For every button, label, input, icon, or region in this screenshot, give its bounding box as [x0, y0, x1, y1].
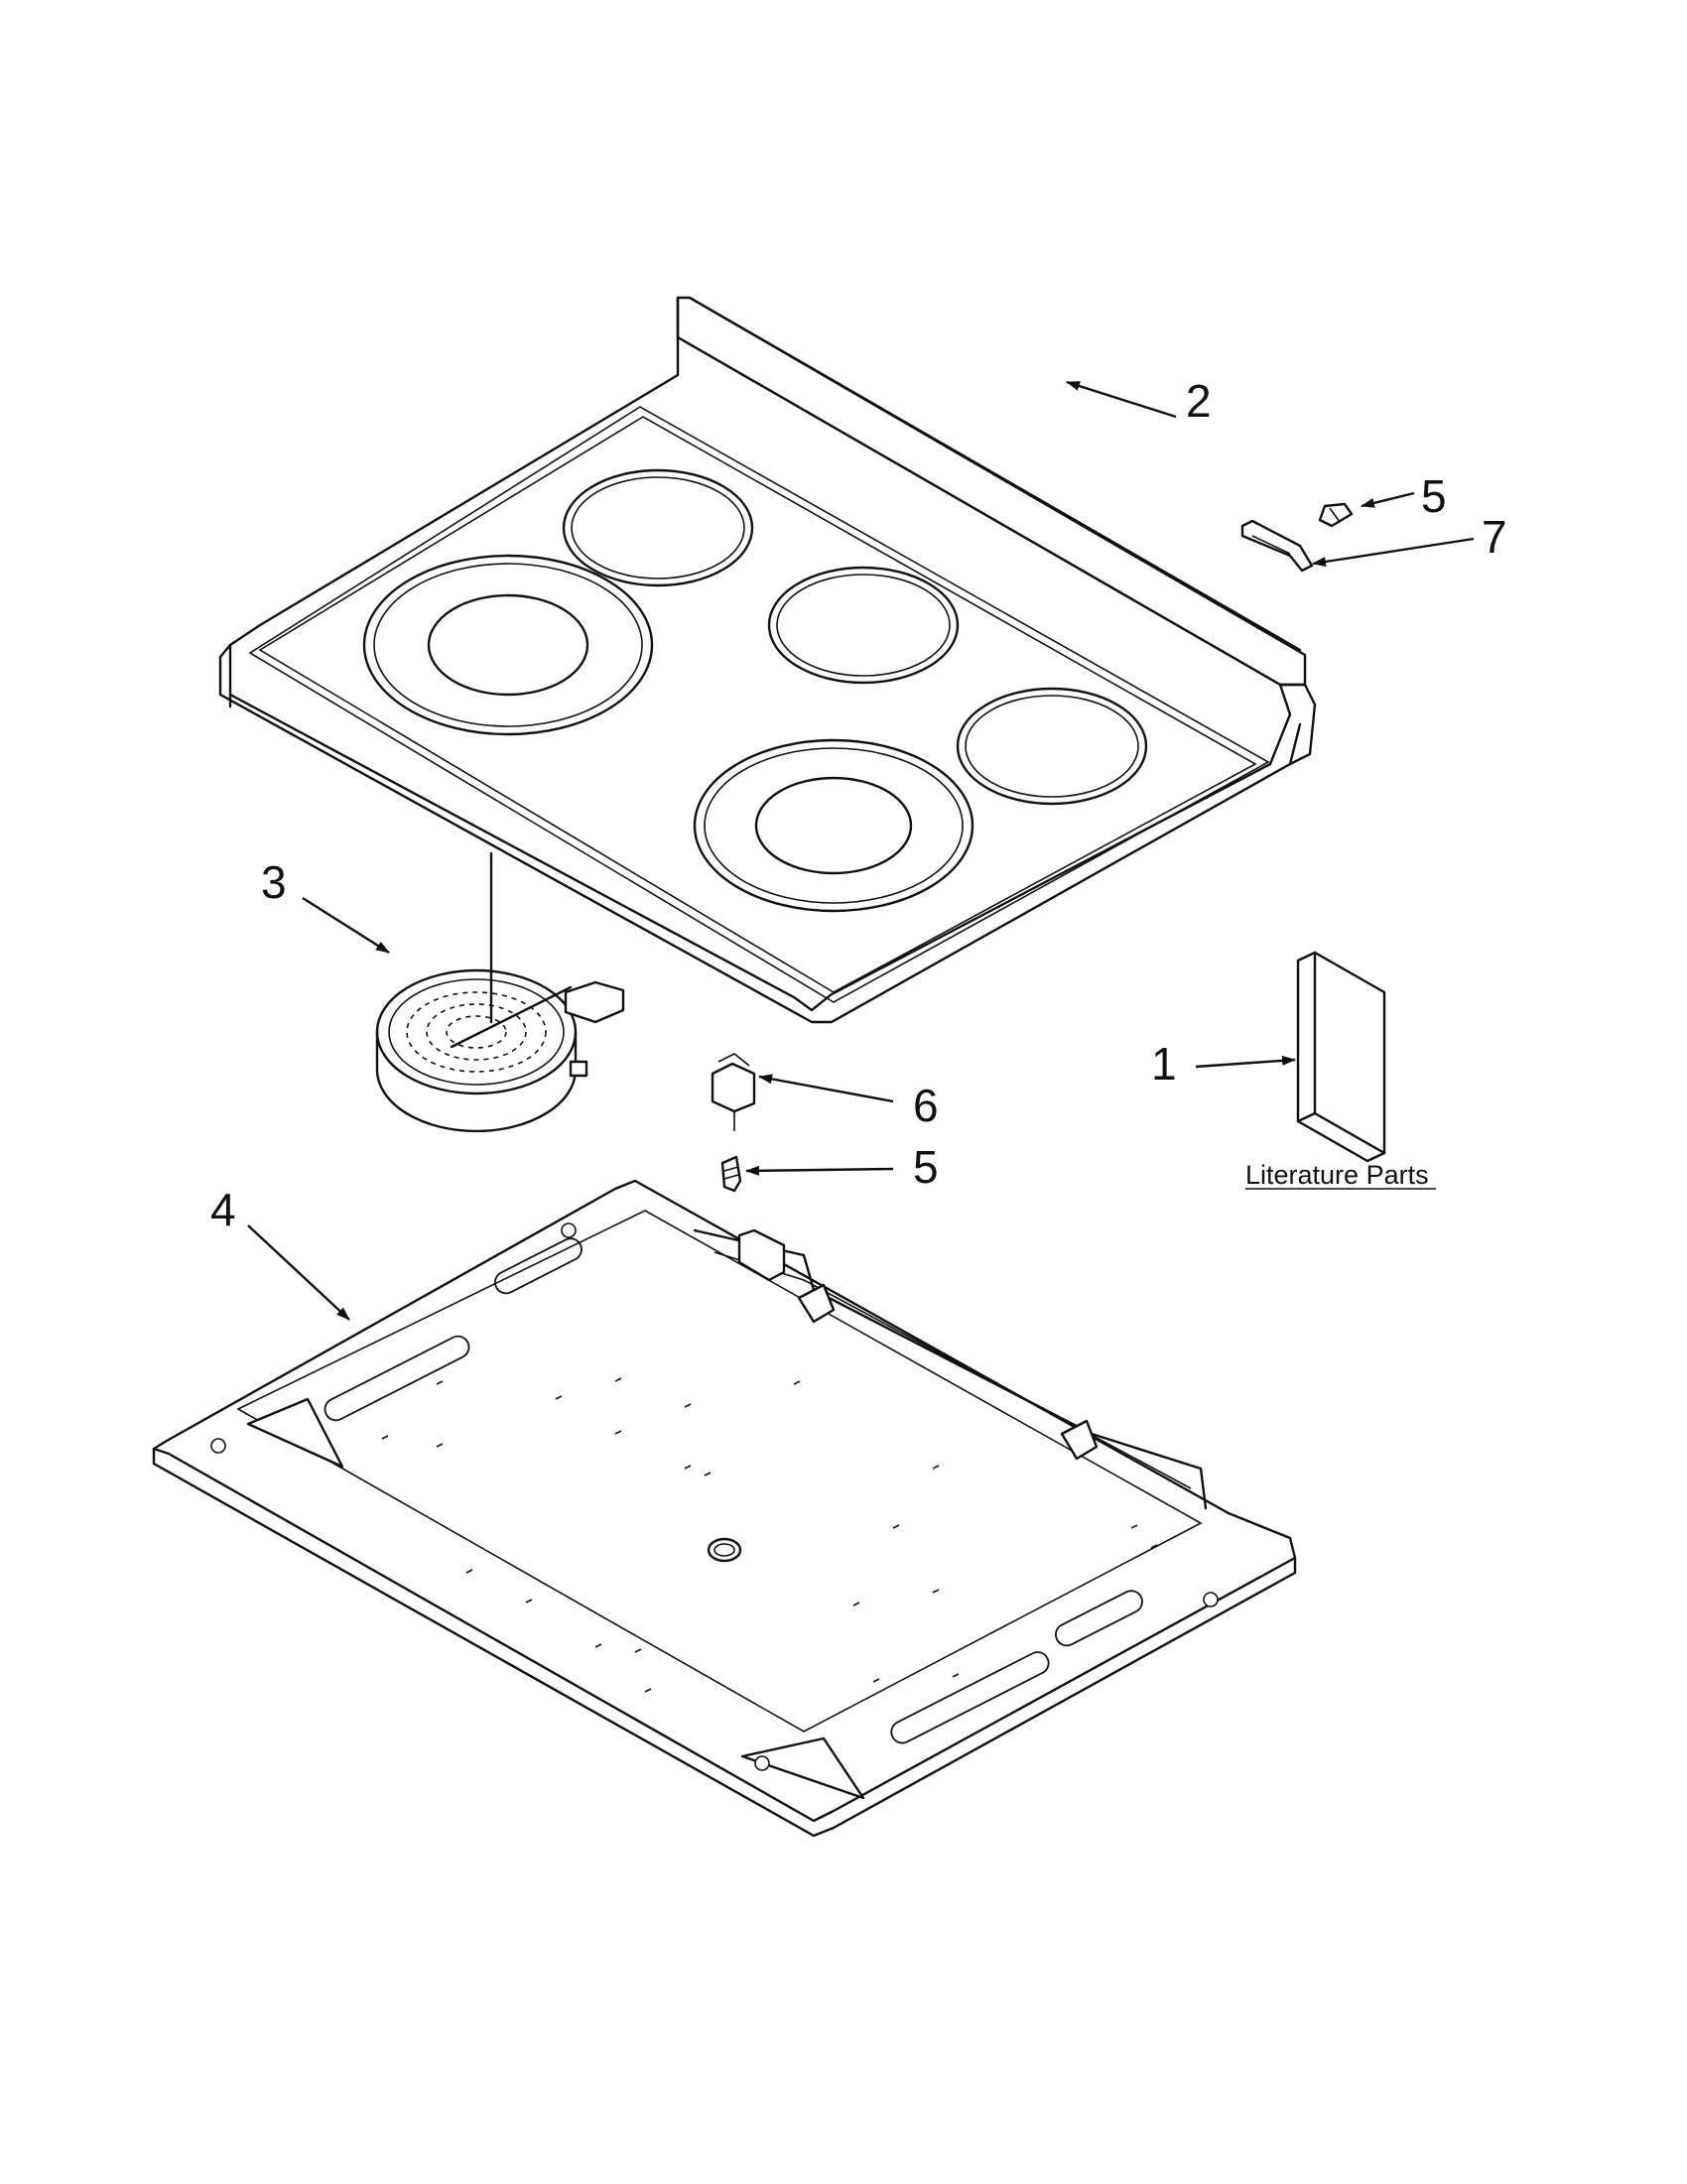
callout-7: 7: [1482, 511, 1507, 563]
callout-6: 6: [913, 1080, 939, 1131]
literature-parts-label: Literature Parts: [1245, 1160, 1429, 1190]
screw-part-5-center: [720, 1155, 742, 1193]
support-pan-part-4: [152, 1179, 1297, 1838]
bracket-part-7: [1240, 519, 1314, 573]
arrow-4: [247, 1224, 350, 1321]
burner-center: [767, 566, 960, 685]
burner-front-left-large: [362, 554, 654, 736]
callout-3: 3: [261, 856, 287, 908]
literature-part-1: [1296, 951, 1386, 1163]
callout-5-top: 5: [1421, 470, 1447, 522]
callout-2: 2: [1186, 375, 1212, 427]
burner-front-right-large: [693, 738, 974, 913]
screw-part-5-top: [1318, 502, 1354, 528]
callout-5-center: 5: [913, 1141, 939, 1193]
burner-rear-left: [562, 468, 754, 587]
arrow-3: [302, 896, 390, 955]
cooktop-part-2: [218, 296, 1317, 1024]
arrow-6: [758, 1074, 894, 1103]
arrow-5-center: [745, 1165, 894, 1176]
callout-4: 4: [210, 1184, 236, 1235]
radiant-element-part-3: [375, 851, 625, 1133]
arrow-1: [1195, 1055, 1296, 1069]
callout-arrows: [247, 380, 1475, 1321]
clip-part-6: [711, 1053, 756, 1131]
burner-rear-right: [956, 687, 1148, 806]
arrow-5-top: [1361, 491, 1415, 508]
arrow-7: [1312, 537, 1475, 567]
callout-1: 1: [1151, 1038, 1177, 1090]
arrow-2: [1066, 380, 1177, 419]
